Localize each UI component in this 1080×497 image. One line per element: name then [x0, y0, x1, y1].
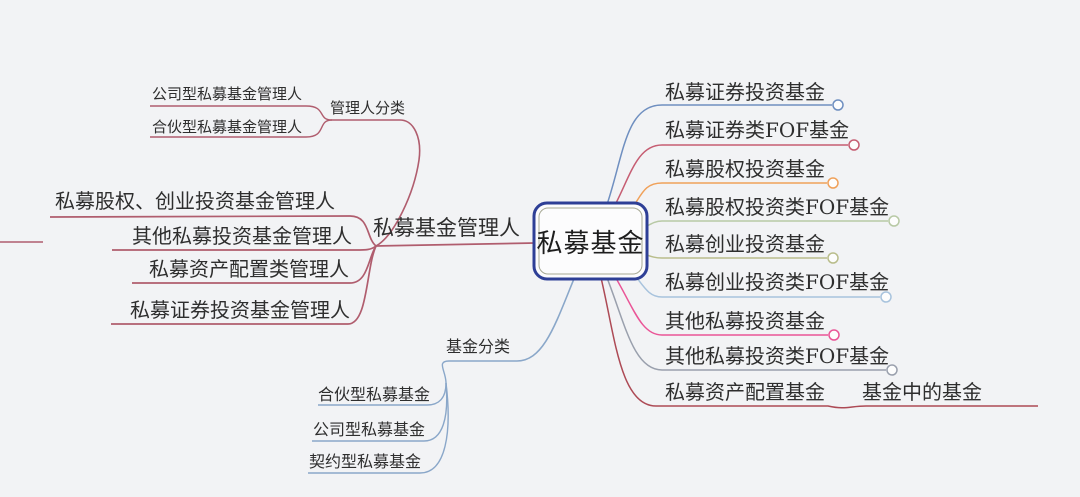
- topic-other-fof[interactable]: 其他私募投资类FOF基金: [665, 344, 890, 368]
- endpoint-circle-icon: [828, 329, 840, 341]
- endpoint-circle-icon: [827, 252, 839, 264]
- connector-equity-vc-manager: [49, 215, 377, 247]
- topic-asset-allocation-fund[interactable]: 私募资产配置基金: [665, 380, 825, 404]
- topic-equity-fof[interactable]: 私募股权投资类FOF基金: [665, 195, 890, 219]
- topic-contract-fund[interactable]: 契约型私募基金: [308, 452, 421, 471]
- topic-fund-of-funds[interactable]: 基金中的基金: [862, 380, 982, 404]
- connector-securities-manager: [111, 245, 377, 325]
- endpoint-circle-icon: [888, 215, 900, 227]
- topic-corporate-fund[interactable]: 公司型私募基金: [312, 420, 425, 439]
- root-topic-label[interactable]: 私募基金: [536, 228, 645, 259]
- topic-manager-classification[interactable]: 管理人分类: [330, 99, 406, 117]
- endpoint-circle-icon: [827, 177, 839, 189]
- connector-manager-class: [332, 119, 421, 247]
- endpoint-circle-icon: [848, 139, 860, 151]
- topic-equity-vc-manager[interactable]: 私募股权、创业投资基金管理人: [55, 189, 335, 213]
- connector-corporate-manager: [150, 105, 333, 121]
- topic-partnership-fund[interactable]: 合伙型私募基金: [317, 385, 430, 404]
- topic-fund-classification[interactable]: 基金分类: [446, 337, 511, 356]
- endpoint-circle-icon: [880, 291, 892, 303]
- topic-securities-fund[interactable]: 私募证券投资基金: [665, 80, 825, 104]
- topic-corporate-manager[interactable]: 公司型私募基金管理人: [152, 85, 303, 103]
- root-topic-inner-border: [538, 207, 643, 275]
- endpoint-circle-icon: [886, 364, 898, 376]
- topic-asset-allocation-manager[interactable]: 私募资产配置类管理人: [149, 257, 349, 281]
- topic-equity-fund[interactable]: 私募股权投资基金: [665, 157, 825, 181]
- topic-vc-fof[interactable]: 私募创业投资类FOF基金: [665, 270, 890, 294]
- topic-vc-fund[interactable]: 私募创业投资基金: [665, 232, 825, 256]
- connector-partnership-manager: [150, 119, 333, 138]
- endpoint-circle-icon: [832, 99, 844, 111]
- topic-partnership-manager[interactable]: 合伙型私募基金管理人: [152, 118, 303, 136]
- topic-fund-manager-branch[interactable]: 私募基金管理人: [373, 216, 520, 240]
- topic-securities-fof[interactable]: 私募证券类FOF基金: [665, 118, 850, 142]
- topic-securities-manager[interactable]: 私募证券投资基金管理人: [130, 298, 350, 322]
- topic-other-manager[interactable]: 其他私募投资基金管理人: [132, 224, 352, 248]
- topic-other-fund[interactable]: 其他私募投资基金: [665, 309, 825, 333]
- connector-contract-fund: [308, 382, 449, 474]
- connector-asset-allocation-fund: [589, 241, 1038, 409]
- root-topic-box[interactable]: [532, 201, 649, 281]
